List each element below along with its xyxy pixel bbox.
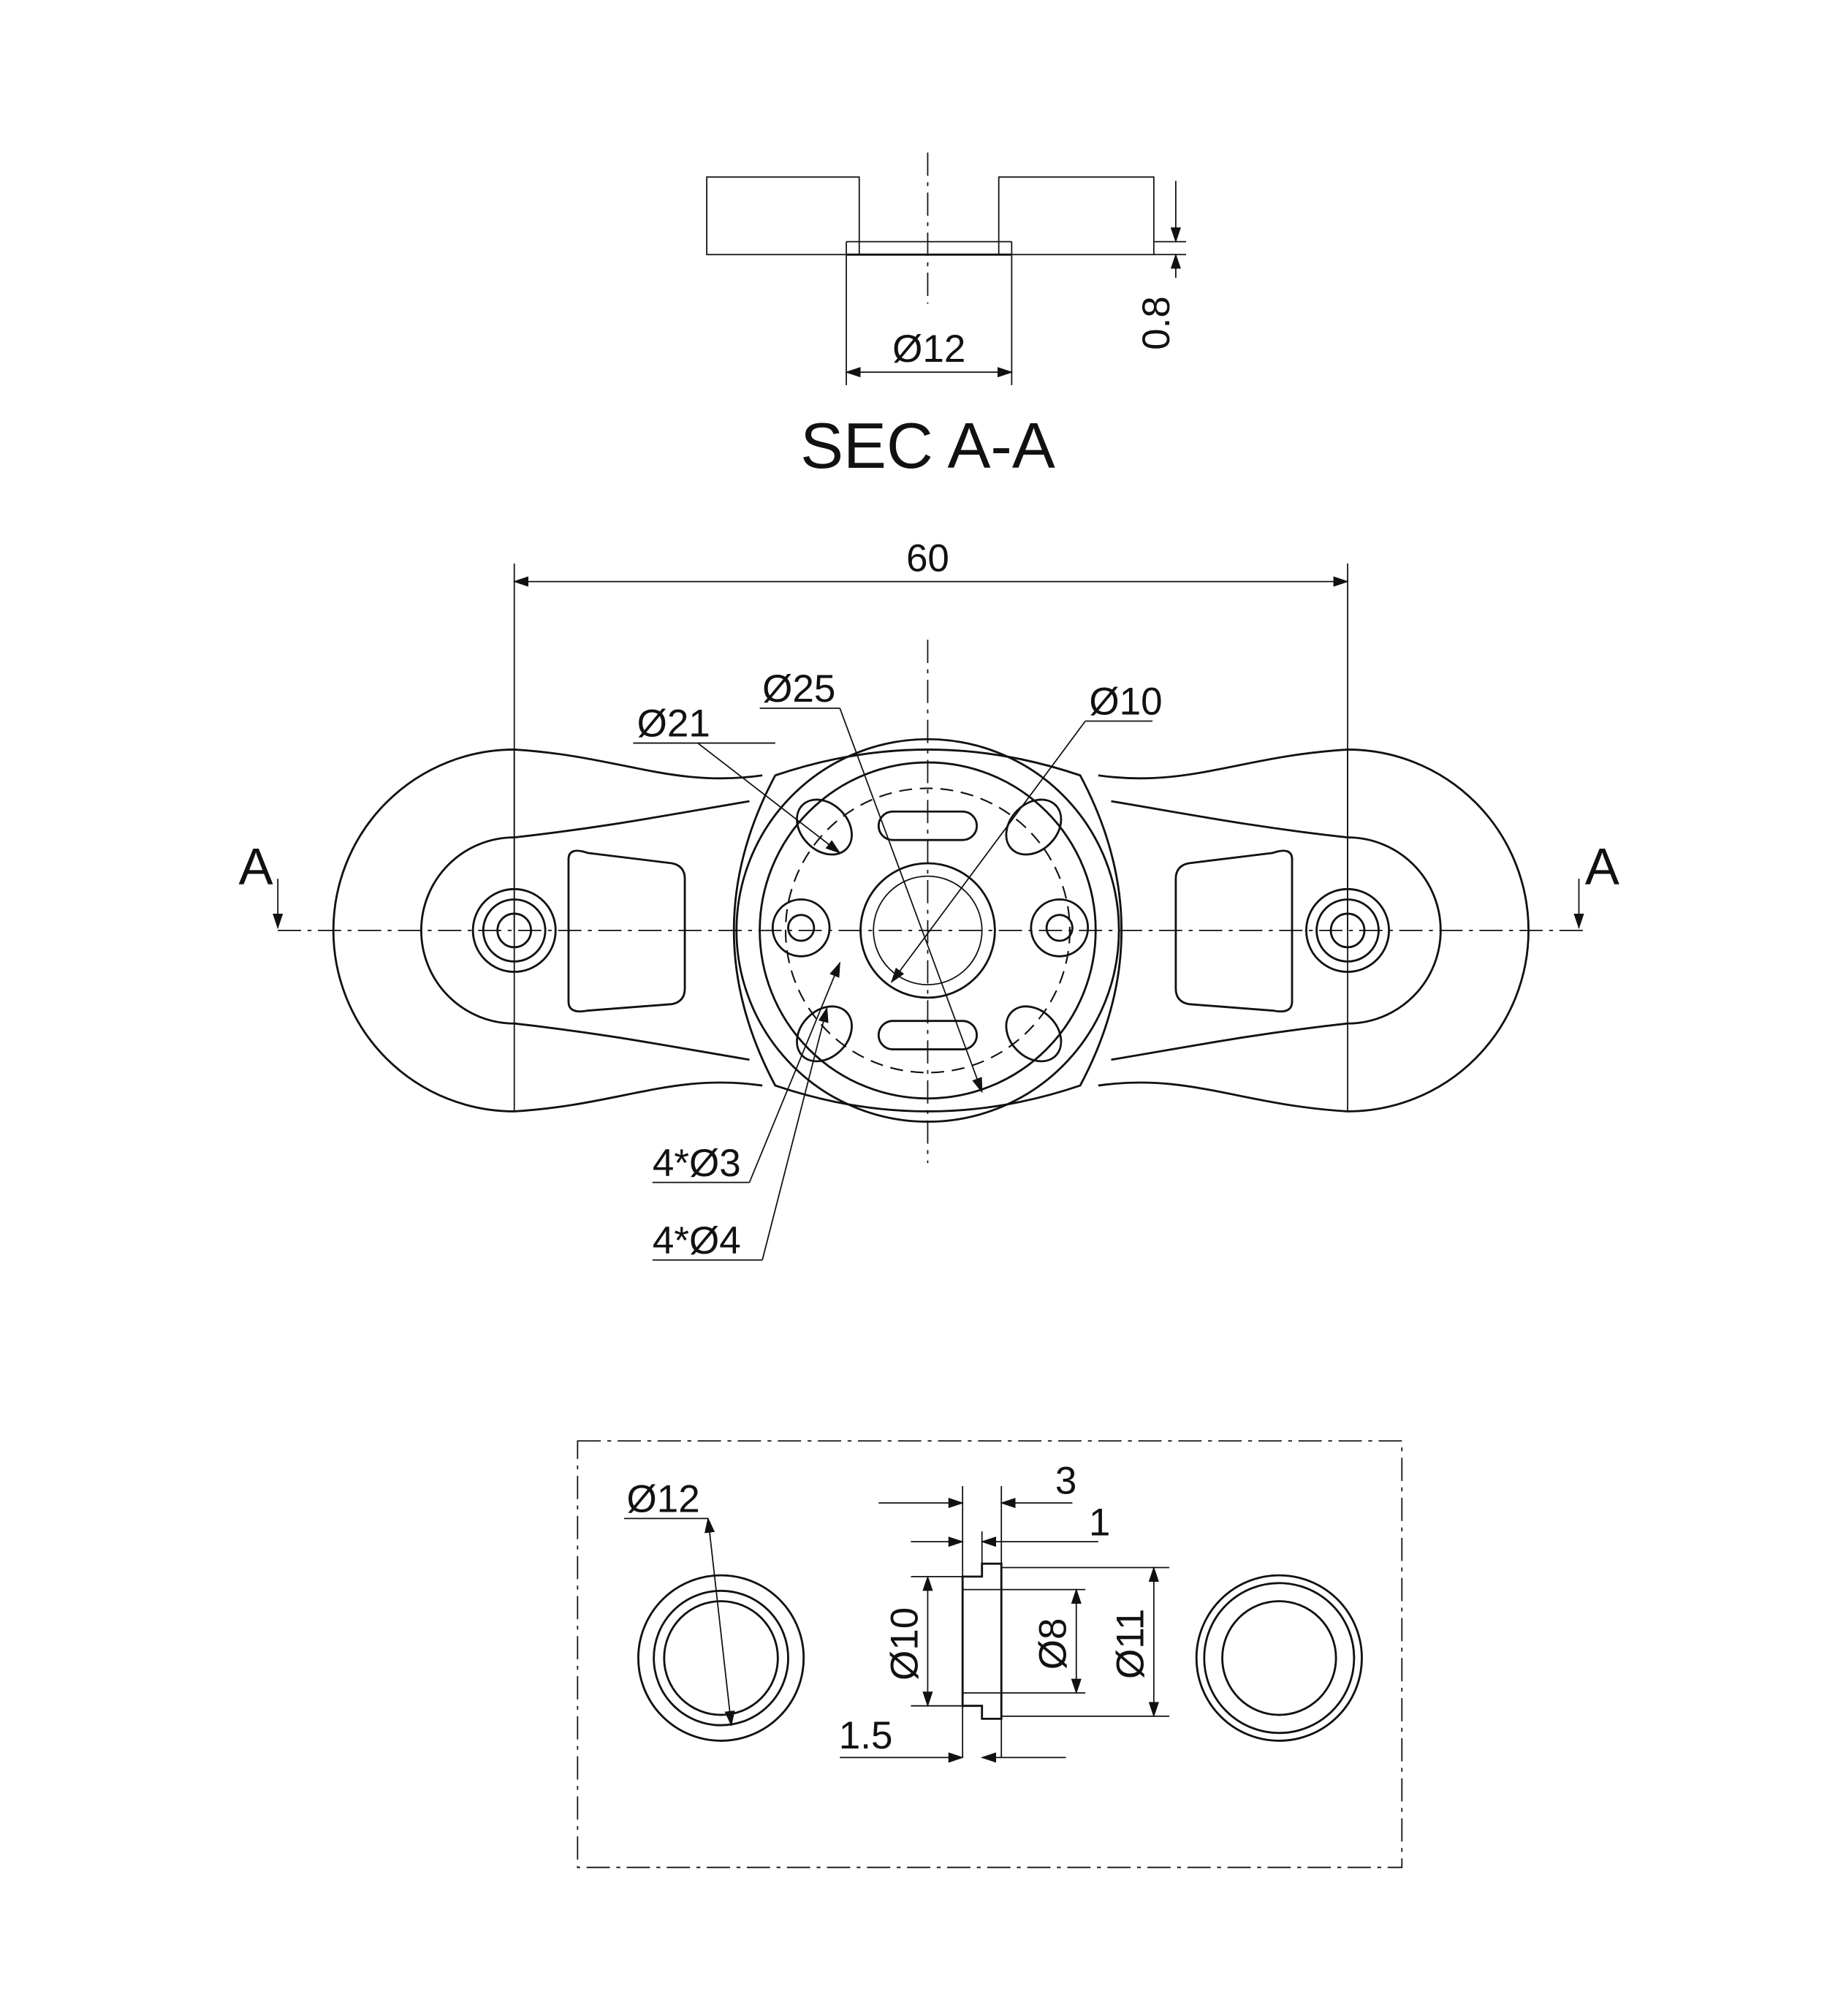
section-view: Ø12 0.8 SEC A-A <box>706 152 1187 482</box>
detail-label-d8: Ø8 <box>1032 1618 1075 1670</box>
section-mark-left: A <box>239 837 274 895</box>
detail-label-d11: Ø11 <box>1109 1609 1152 1679</box>
detail-label-3: 3 <box>1055 1460 1076 1503</box>
dim-60-label: 60 <box>906 537 949 580</box>
bushing-profile <box>840 1486 1170 1763</box>
dim-d12-label: Ø12 <box>892 327 965 371</box>
label-d10: Ø10 <box>1089 681 1162 724</box>
section-title: SEC A-A <box>800 409 1055 482</box>
section-mark-right: A <box>1585 837 1620 895</box>
section-hatch-right <box>998 176 1155 256</box>
section-hatch-left <box>706 176 860 256</box>
detail-label-1-5: 1.5 <box>839 1714 893 1757</box>
detail-label-1: 1 <box>1089 1501 1110 1544</box>
label-d25: Ø25 <box>762 667 835 710</box>
center-bore-d10 <box>859 862 996 999</box>
label-4xd3: 4*Ø3 <box>653 1142 741 1185</box>
label-d21: Ø21 <box>637 702 710 746</box>
detail-frame <box>577 1440 1403 1868</box>
dim-depth-label: 0.8 <box>1135 296 1178 350</box>
arm-cutout-right <box>1174 849 1294 1013</box>
label-4xd4: 4*Ø4 <box>653 1219 741 1262</box>
main-view: 60 <box>239 537 1620 1262</box>
hub-holes <box>771 798 1090 1063</box>
mount-hole-left <box>471 887 557 973</box>
arm-cutout-left <box>567 849 686 1013</box>
detail-view: Ø12 3 1 Ø <box>577 1440 1403 1868</box>
mount-hole-right <box>1305 887 1391 973</box>
detail-label-d12: Ø12 <box>627 1478 700 1521</box>
bolt-circle-d21 <box>784 787 1071 1074</box>
bushing-left <box>637 1574 805 1742</box>
detail-label-d10: Ø10 <box>883 1607 926 1680</box>
center-hub <box>732 749 1123 1113</box>
bushing-right <box>1195 1574 1363 1742</box>
